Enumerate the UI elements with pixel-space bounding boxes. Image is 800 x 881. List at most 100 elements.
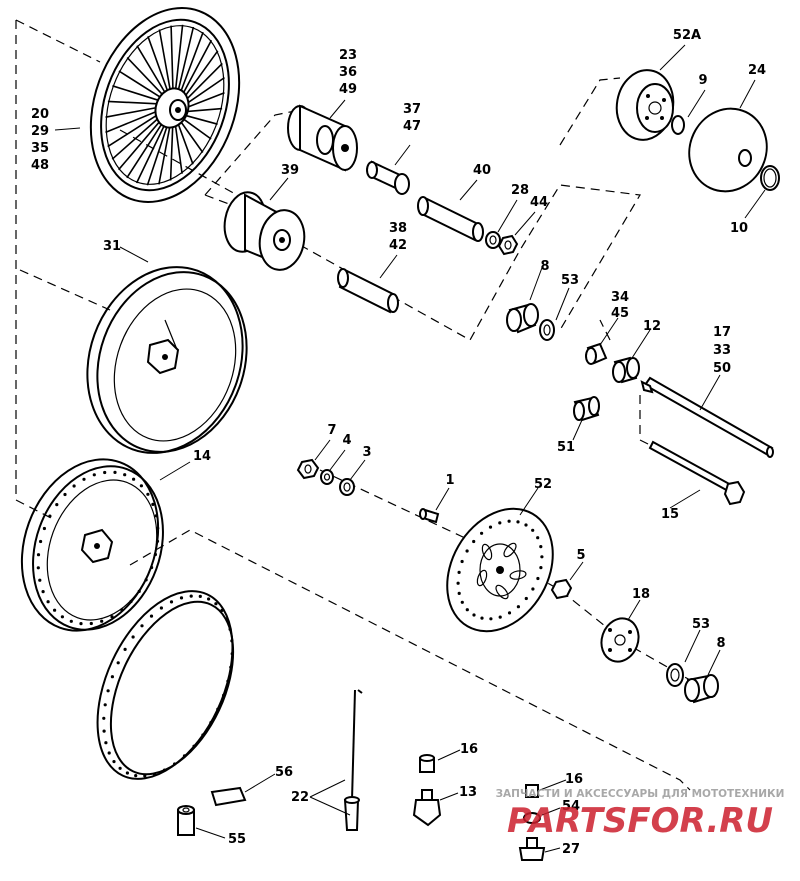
- rim-hole: [55, 503, 59, 507]
- rim-hole: [531, 528, 535, 532]
- callout-9: 9: [698, 73, 707, 88]
- rim-hole: [118, 766, 122, 770]
- rim-hole: [72, 484, 76, 488]
- callout-18: 18: [632, 587, 650, 602]
- rim-hole: [60, 615, 64, 619]
- callout-51: 51: [557, 440, 575, 455]
- rim-hole: [53, 608, 57, 612]
- rim-hole: [489, 617, 493, 621]
- rim-hole: [225, 617, 229, 621]
- nut-44: [497, 234, 519, 256]
- rim-hole: [539, 545, 543, 549]
- spoke-line: [174, 120, 183, 174]
- spoke-line: [118, 70, 165, 101]
- spoke-line: [107, 111, 163, 148]
- seal-53-lower: [666, 663, 684, 687]
- rim-hole: [498, 521, 502, 525]
- callout-15: 15: [661, 507, 679, 522]
- callout-16-b: 16: [565, 772, 583, 787]
- spoke-line: [111, 113, 164, 160]
- rim-hole: [457, 570, 461, 575]
- rim-hole: [173, 762, 177, 766]
- callout-31: 31: [103, 239, 121, 254]
- callout-37: 37: [403, 102, 421, 117]
- rim-hole: [125, 771, 129, 775]
- rim-hole: [36, 553, 41, 557]
- rim-hole: [488, 525, 493, 529]
- rim-hole: [129, 599, 133, 604]
- rim-hole: [112, 760, 116, 764]
- rim-hole: [159, 606, 163, 610]
- callout-56: 56: [275, 765, 293, 780]
- valve-27: [518, 837, 546, 861]
- bearing-8-upper: [506, 303, 539, 334]
- callout-14: 14: [193, 449, 211, 464]
- watermark-tagline: ЗАПЧАСТИ И АКСЕССУАРЫ ДЛЯ МОТОТЕХНИКИ: [496, 788, 785, 800]
- callout-20: 20: [31, 107, 49, 122]
- washer-3: [339, 478, 355, 496]
- spoke-hub: [287, 104, 358, 172]
- rim-hole: [48, 514, 52, 518]
- seal-53-upper: [539, 319, 555, 341]
- rim-hole: [137, 589, 141, 594]
- spacer-34-45: [585, 342, 608, 365]
- rim-hole: [201, 733, 205, 737]
- rim-hole: [89, 621, 93, 626]
- callout-47: 47: [403, 119, 421, 134]
- spoke-line: [170, 25, 174, 96]
- rim-hole: [103, 470, 107, 475]
- collar-12: [612, 356, 640, 384]
- valve-stem-13: [412, 789, 442, 827]
- rim-hole: [524, 523, 528, 527]
- rim-hole: [132, 477, 136, 481]
- spoke-line: [105, 108, 163, 134]
- spoke-line: [117, 115, 165, 171]
- spoke-line: [179, 39, 213, 101]
- callout-7: 7: [327, 423, 336, 438]
- callout-10: 10: [730, 221, 748, 236]
- rim-hole: [92, 473, 96, 477]
- rim-hole: [139, 484, 143, 488]
- rim-hole: [156, 526, 160, 530]
- rim-hole: [38, 578, 42, 582]
- spoke-line: [177, 117, 204, 153]
- rim-hole: [179, 596, 184, 600]
- rim-hole: [222, 693, 226, 697]
- rim-hole: [539, 566, 543, 570]
- spoke-line: [180, 50, 219, 103]
- rim-hole: [102, 729, 106, 733]
- rim-hole: [216, 707, 220, 711]
- rim-hole: [460, 559, 464, 564]
- rim-hole: [46, 600, 50, 604]
- rim-hole: [113, 470, 117, 474]
- rim-hole: [531, 587, 535, 591]
- callout-4: 4: [342, 433, 351, 448]
- callout-54: 54: [562, 799, 580, 814]
- callout-28: 28: [511, 183, 529, 198]
- rim-hole: [123, 647, 127, 652]
- spoke-line: [181, 62, 223, 105]
- valve-cap-16b: [525, 784, 539, 798]
- bolt-1: [419, 508, 440, 524]
- watermark: ЗАПЧАСТИ И АКСЕССУАРЫ ДЛЯ МОТОТЕХНИКИ PA…: [496, 788, 785, 841]
- spoke-line: [126, 56, 167, 99]
- rim-hole: [498, 615, 502, 619]
- rim-hole: [465, 549, 469, 553]
- brake-disc-52: [446, 507, 554, 633]
- axle-17: [640, 376, 774, 458]
- rim-hole: [480, 616, 484, 620]
- spoke-line: [146, 120, 170, 186]
- callout-42: 42: [389, 238, 407, 253]
- rim-hole: [230, 639, 234, 643]
- grommet-54: [523, 812, 541, 824]
- spoke-line: [158, 120, 172, 185]
- callout-40: 40: [473, 163, 491, 178]
- spoke-line: [179, 115, 212, 140]
- callout-44: 44: [530, 195, 548, 210]
- spoke-line: [136, 45, 169, 97]
- callout-55: 55: [228, 832, 246, 847]
- rim-hole: [107, 751, 111, 755]
- spacer-51: [573, 396, 600, 422]
- callout-50: 50: [713, 361, 731, 376]
- rim-hole: [214, 602, 218, 606]
